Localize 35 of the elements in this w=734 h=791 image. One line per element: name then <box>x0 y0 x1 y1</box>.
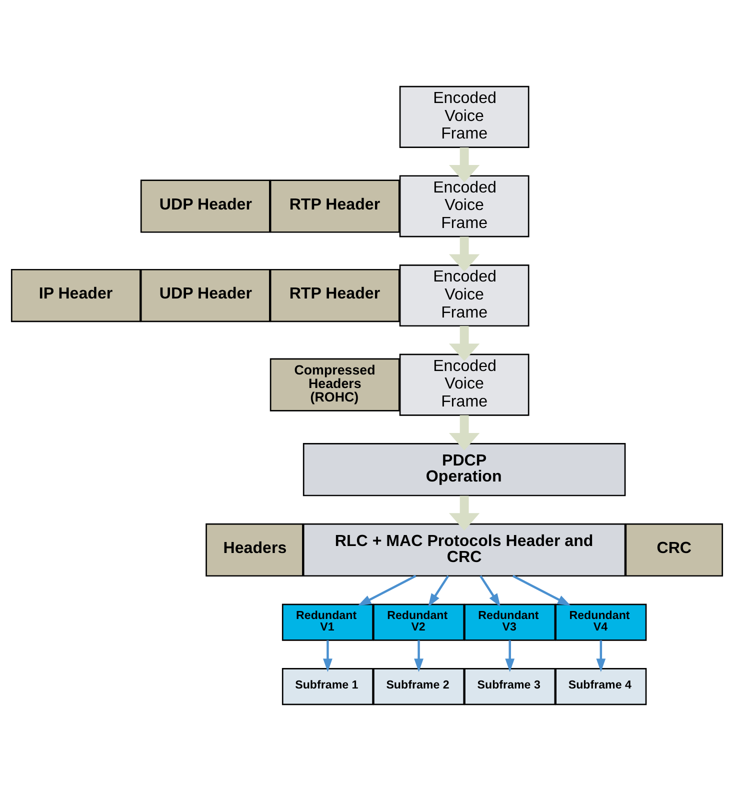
arrow <box>358 574 416 606</box>
node-box: Redundant V4 <box>555 604 647 641</box>
arrow <box>449 326 480 362</box>
node-box: PDCP Operation <box>302 443 626 496</box>
arrow <box>449 415 480 450</box>
node-box: RLC + MAC Protocols Header and CRC <box>302 523 626 577</box>
arrow <box>414 640 424 672</box>
node-box: Subframe 1 <box>282 668 374 706</box>
node-box: Headers <box>206 523 304 577</box>
node-box: Encoded Voice Frame <box>399 354 530 416</box>
arrow <box>480 575 501 607</box>
node-box: Redundant V2 <box>373 604 465 641</box>
arrow <box>512 574 571 606</box>
node-box: Encoded Voice Frame <box>399 86 530 148</box>
node-box: Subframe 4 <box>555 668 647 706</box>
node-box: CRC <box>625 523 724 577</box>
arrow <box>596 640 606 672</box>
node-box: Subframe 2 <box>373 668 465 706</box>
arrow <box>449 496 480 531</box>
arrow <box>449 236 480 272</box>
arrow <box>505 640 515 672</box>
node-box: Compressed Headers (ROHC) <box>270 358 400 412</box>
node-box: IP Header <box>10 268 141 322</box>
node-box: UDP Header <box>140 180 270 233</box>
node-box: UDP Header <box>140 268 270 322</box>
node-box: Encoded Voice Frame <box>399 175 530 238</box>
node-box: Redundant V1 <box>282 604 374 641</box>
node-box: Subframe 3 <box>464 668 556 706</box>
node-box: RTP Header <box>270 180 400 233</box>
node-box: Redundant V3 <box>464 604 556 641</box>
arrow <box>323 640 332 672</box>
node-box: Encoded Voice Frame <box>399 264 530 327</box>
arrow <box>449 147 480 182</box>
node-box: RTP Header <box>270 268 400 322</box>
arrow <box>428 575 450 607</box>
